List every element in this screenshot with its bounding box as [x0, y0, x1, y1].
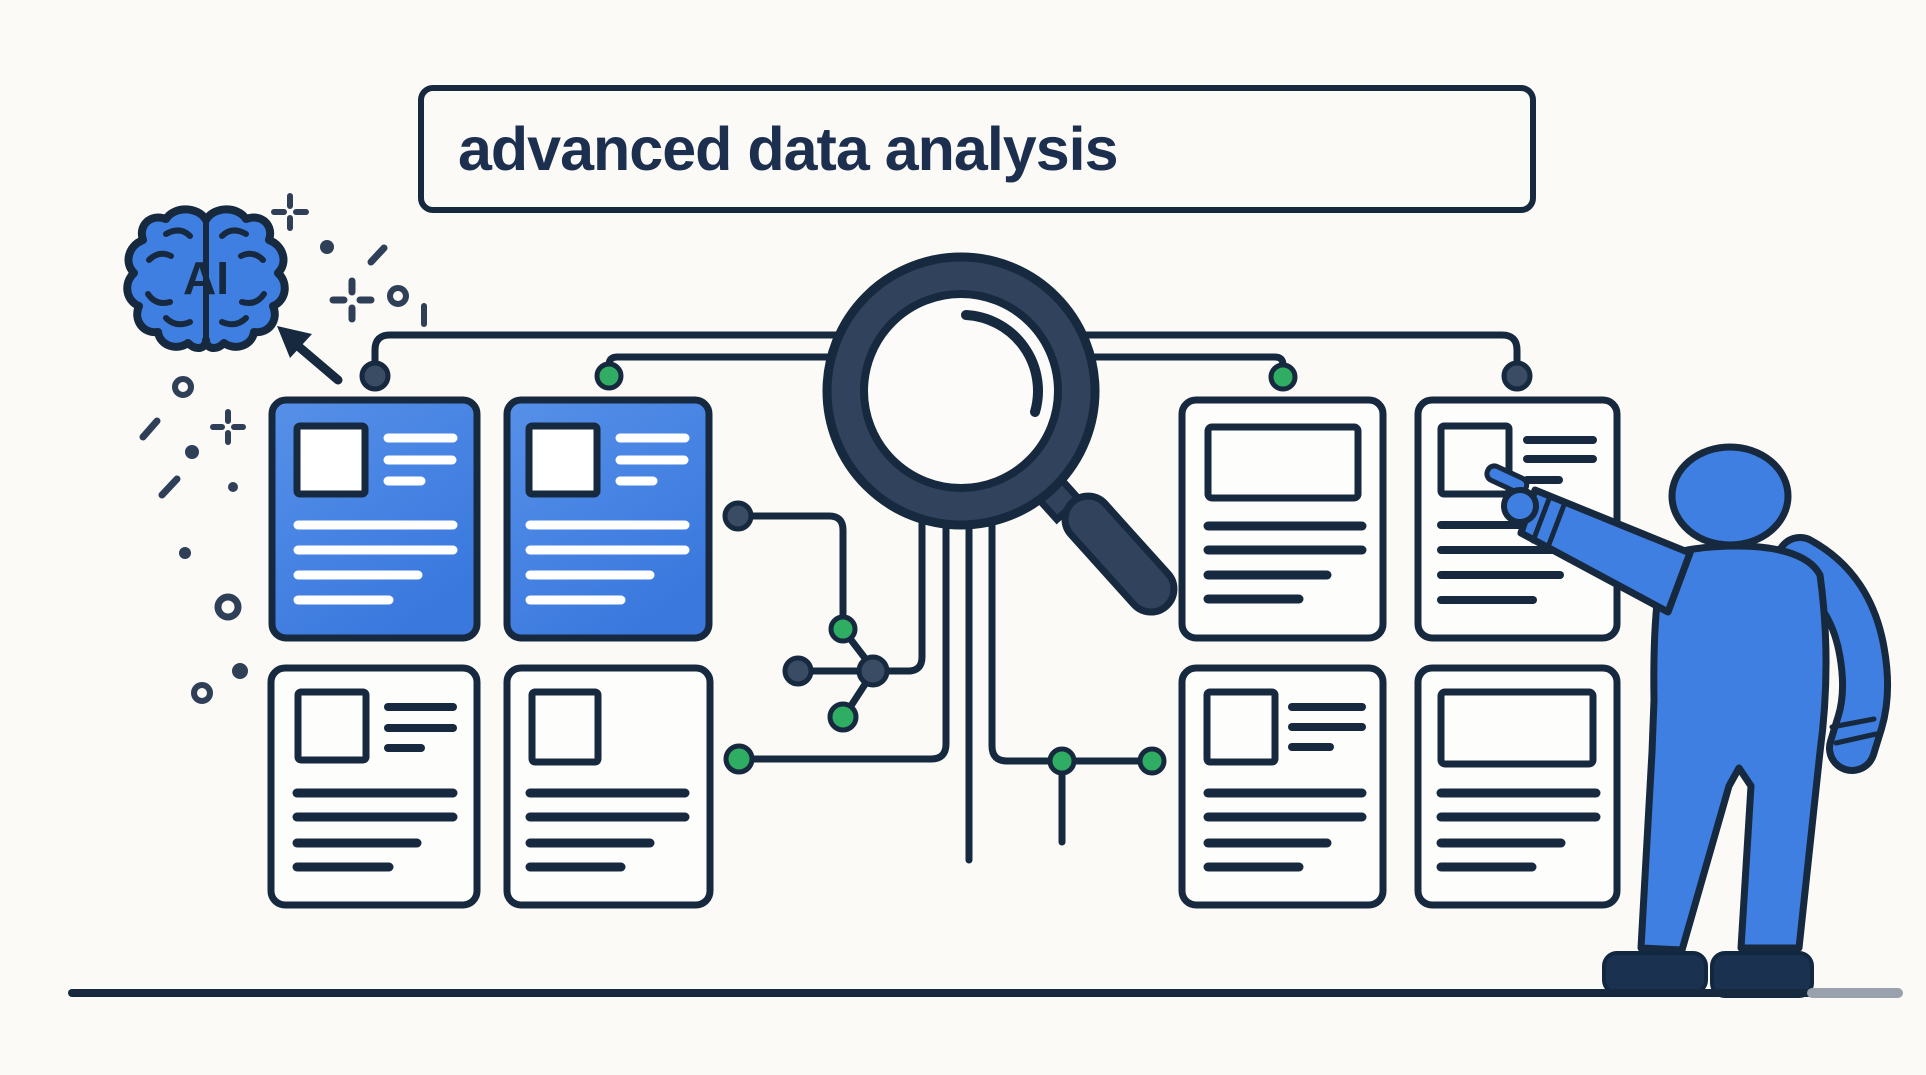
magnifier-drop-lines: [741, 496, 1156, 864]
card-text-lines: [293, 433, 458, 605]
circuit-node-icon: [722, 500, 754, 532]
dash-icon: [367, 244, 388, 266]
card-photo-placeholder: [1203, 688, 1279, 766]
circuit-nodes: [359, 360, 1533, 776]
sparkle-plus-icon: [329, 277, 375, 323]
circuit-node-icon: [594, 361, 624, 391]
dot-icon: [320, 240, 334, 254]
decorations: [139, 193, 427, 704]
card-bottom-right-2: [1414, 664, 1621, 909]
card-top-left-2: [503, 396, 713, 642]
card-banner-placeholder: [1204, 423, 1362, 502]
circuit-node-icon: [1501, 360, 1533, 392]
ring-icon: [214, 593, 242, 621]
card-photo-placeholder: [525, 422, 601, 498]
title-box-border: [418, 85, 1536, 213]
magnifier-icon: [822, 252, 1178, 616]
card-text-lines: [1288, 703, 1366, 751]
person-wrist-seams: [1530, 496, 1567, 550]
circuit-node-icon: [1047, 746, 1077, 776]
lens-highlight: [961, 310, 1043, 417]
dash-icon: [158, 475, 181, 499]
person-head: [1668, 443, 1792, 549]
dash-icon: [139, 417, 161, 441]
circuit-node-icon: [1268, 362, 1298, 392]
ring-icon: [172, 376, 194, 398]
card-body-lines: [525, 788, 690, 872]
card-body-lines: [292, 788, 458, 872]
person-cuff-seams: [1829, 716, 1879, 746]
circuit-node-icon: [723, 743, 755, 775]
card-bottom-right-1: [1178, 664, 1387, 909]
drop-line-2: [741, 496, 950, 763]
drop-line-1: [876, 496, 926, 675]
card-photo-placeholder: [294, 688, 370, 764]
card-top-right-1: [1178, 396, 1387, 642]
ai-brain-icon: AI: [123, 205, 289, 352]
dot-icon: [179, 547, 191, 559]
card-banner-placeholder: [1437, 688, 1597, 768]
circuit-node-icon: [1137, 746, 1167, 776]
ring-icon: [387, 285, 409, 307]
ring-icon: [191, 682, 213, 704]
magnifier-lens: [860, 290, 1062, 492]
page-title: advanced data analysis: [458, 115, 1118, 183]
card-text-lines: [525, 433, 690, 605]
title-box: advanced data analysis: [418, 85, 1536, 213]
card-bottom-left-1: [267, 664, 481, 909]
ai-label: AI: [183, 252, 229, 304]
dot-icon: [228, 482, 238, 492]
sparkle-plus-icon: [271, 193, 309, 231]
card-top-left-1: [268, 396, 481, 642]
card-photo-placeholder: [293, 422, 369, 498]
dot-icon: [185, 445, 199, 459]
card-body-lines: [1436, 788, 1601, 872]
trace-elbow: [736, 512, 847, 629]
person-body: [1637, 542, 1830, 954]
card-text-lines: [1203, 521, 1367, 604]
dot-icon: [232, 663, 248, 679]
card-bottom-left-2: [503, 664, 714, 909]
circuit-node-icon: [827, 701, 859, 733]
brain-folds: [145, 219, 267, 343]
card-body-lines: [1203, 788, 1367, 872]
card-photo-placeholder: [528, 688, 602, 766]
circuit-node-icon: [782, 655, 814, 687]
person-right-arm: [1781, 541, 1885, 767]
card-photo-placeholder: [1437, 422, 1513, 498]
person-hand: [1501, 487, 1539, 525]
magnifier-handle: [1061, 492, 1178, 616]
circuit-node-icon: [828, 614, 858, 644]
card-text-lines: [384, 703, 457, 752]
sparkle-plus-icon: [210, 409, 246, 445]
circuit-node-icon: [856, 654, 890, 688]
drop-line-4: [988, 496, 1156, 765]
cursor-arrow-icon: [277, 326, 343, 385]
circuit-node-icon: [359, 360, 391, 392]
person-figure: [1484, 443, 1892, 998]
person-shoe-left: [1602, 951, 1708, 995]
